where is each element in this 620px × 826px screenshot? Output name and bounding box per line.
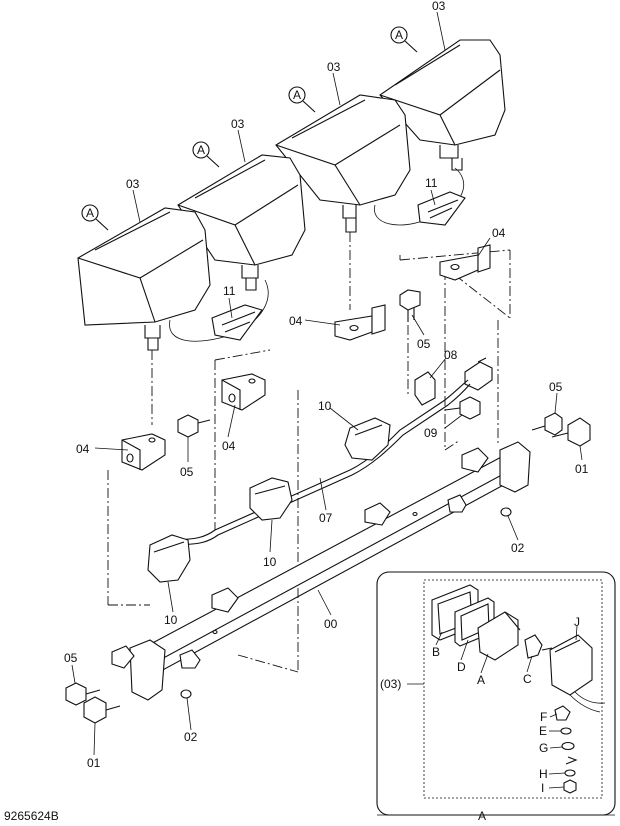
callout-clamp-lower: 10: [164, 613, 178, 627]
lamp-cable-1: [169, 319, 231, 342]
detail-letter-b: B: [432, 645, 440, 659]
callout-lamp-2: 03: [231, 117, 245, 131]
callout-bolt-left: 05: [180, 465, 194, 479]
bracket-left-upper: [221, 373, 266, 411]
marker-letters: A A A A: [86, 28, 403, 220]
leader-lines: [71, 11, 583, 756]
callout-labels: 03 03 03 03 11 11 04 04 04 04 05 05 05 0…: [64, 0, 589, 770]
detail-letter-a: A: [477, 673, 485, 687]
washer-right: [500, 507, 512, 517]
callout-bracket-right-top: 04: [492, 226, 506, 240]
detail-letter-h: H: [539, 767, 548, 781]
wire-harness: [159, 379, 471, 551]
bolt-bottom-left-01: [83, 696, 121, 724]
detail-assembly-label: (03): [380, 677, 401, 691]
callout-clamp-upper: 10: [318, 399, 332, 413]
callout-bracket-mid: 04: [289, 314, 303, 328]
callout-bar: 00: [324, 617, 338, 631]
callout-bolt-right: 05: [549, 380, 563, 394]
detail-letter-j: J: [574, 615, 580, 629]
clamp-mid: [249, 477, 293, 521]
callout-lamp-4: 03: [432, 0, 446, 13]
washer-left: [180, 689, 192, 699]
assembly-lines: [107, 232, 511, 673]
callout-connector: 08: [444, 348, 458, 362]
marker-letter-3: A: [293, 88, 301, 102]
work-lamp-2: [177, 154, 306, 291]
detail-letter-f: F: [540, 710, 547, 724]
detail-inset: [376, 571, 616, 816]
wire-clip-right: [417, 191, 466, 226]
callout-clamp-mid: 10: [263, 555, 277, 569]
callout-markers: [81, 26, 418, 231]
callout-harness: 07: [319, 511, 333, 525]
bolt-bottom-left-05: [65, 682, 101, 706]
mounting-bar: [111, 441, 531, 701]
callout-lamp-3: 03: [327, 60, 341, 74]
bolt-left: [177, 414, 211, 438]
work-lamp-1: [77, 207, 211, 351]
callout-bolt-01-left: 01: [87, 756, 101, 770]
detail-labels: (03) B D A C J F E G H I: [380, 615, 580, 795]
detail-letter-g: G: [539, 741, 548, 755]
callout-bracket-left-lower: 04: [76, 442, 90, 456]
marker-letter-2: A: [197, 143, 205, 157]
bracket-left-lower: [121, 433, 166, 471]
bracket-right-top: [439, 244, 491, 281]
bolt-connector: [444, 396, 481, 420]
marker-a-4: [390, 26, 418, 53]
callout-wire-clip-left: 11: [223, 284, 236, 298]
marker-a-3: [288, 86, 316, 113]
work-lamp-4: [379, 39, 506, 171]
bolt-right-01: [551, 417, 591, 447]
marker-a-1: [81, 204, 109, 231]
callout-wire-clip-right: 11: [425, 176, 438, 190]
marker-a-2: [192, 141, 220, 168]
bracket-mid: [334, 304, 386, 341]
bolt-mid: [399, 289, 421, 322]
callout-bolt-01-right: 01: [575, 462, 589, 476]
clamp-lower: [147, 534, 191, 583]
callout-lamp-1: 03: [126, 177, 140, 191]
lamp-cable-3: [374, 204, 426, 226]
detail-letter-d: D: [457, 660, 466, 674]
detail-letter-c: C: [523, 672, 532, 686]
callout-washer-right: 02: [511, 541, 525, 555]
detail-letter-i: I: [541, 781, 544, 795]
callout-bolt-bottom-left: 05: [64, 651, 78, 665]
marker-letter-4: A: [395, 28, 403, 42]
detail-letter-e: E: [539, 724, 547, 738]
work-lamp-3: [275, 94, 411, 233]
connector: [414, 357, 493, 406]
callout-washer-left: 02: [184, 730, 198, 744]
detail-caption: A: [478, 809, 486, 823]
wire-clip-left: [211, 304, 263, 341]
callout-bracket-left-upper: 04: [222, 439, 236, 453]
callout-bolt-mid: 05: [417, 337, 431, 351]
bolt-right-05: [531, 412, 563, 436]
marker-letter-1: A: [86, 206, 94, 220]
callout-bolt-connector: 09: [424, 426, 438, 440]
drawing-number: 9265624B: [4, 809, 59, 823]
